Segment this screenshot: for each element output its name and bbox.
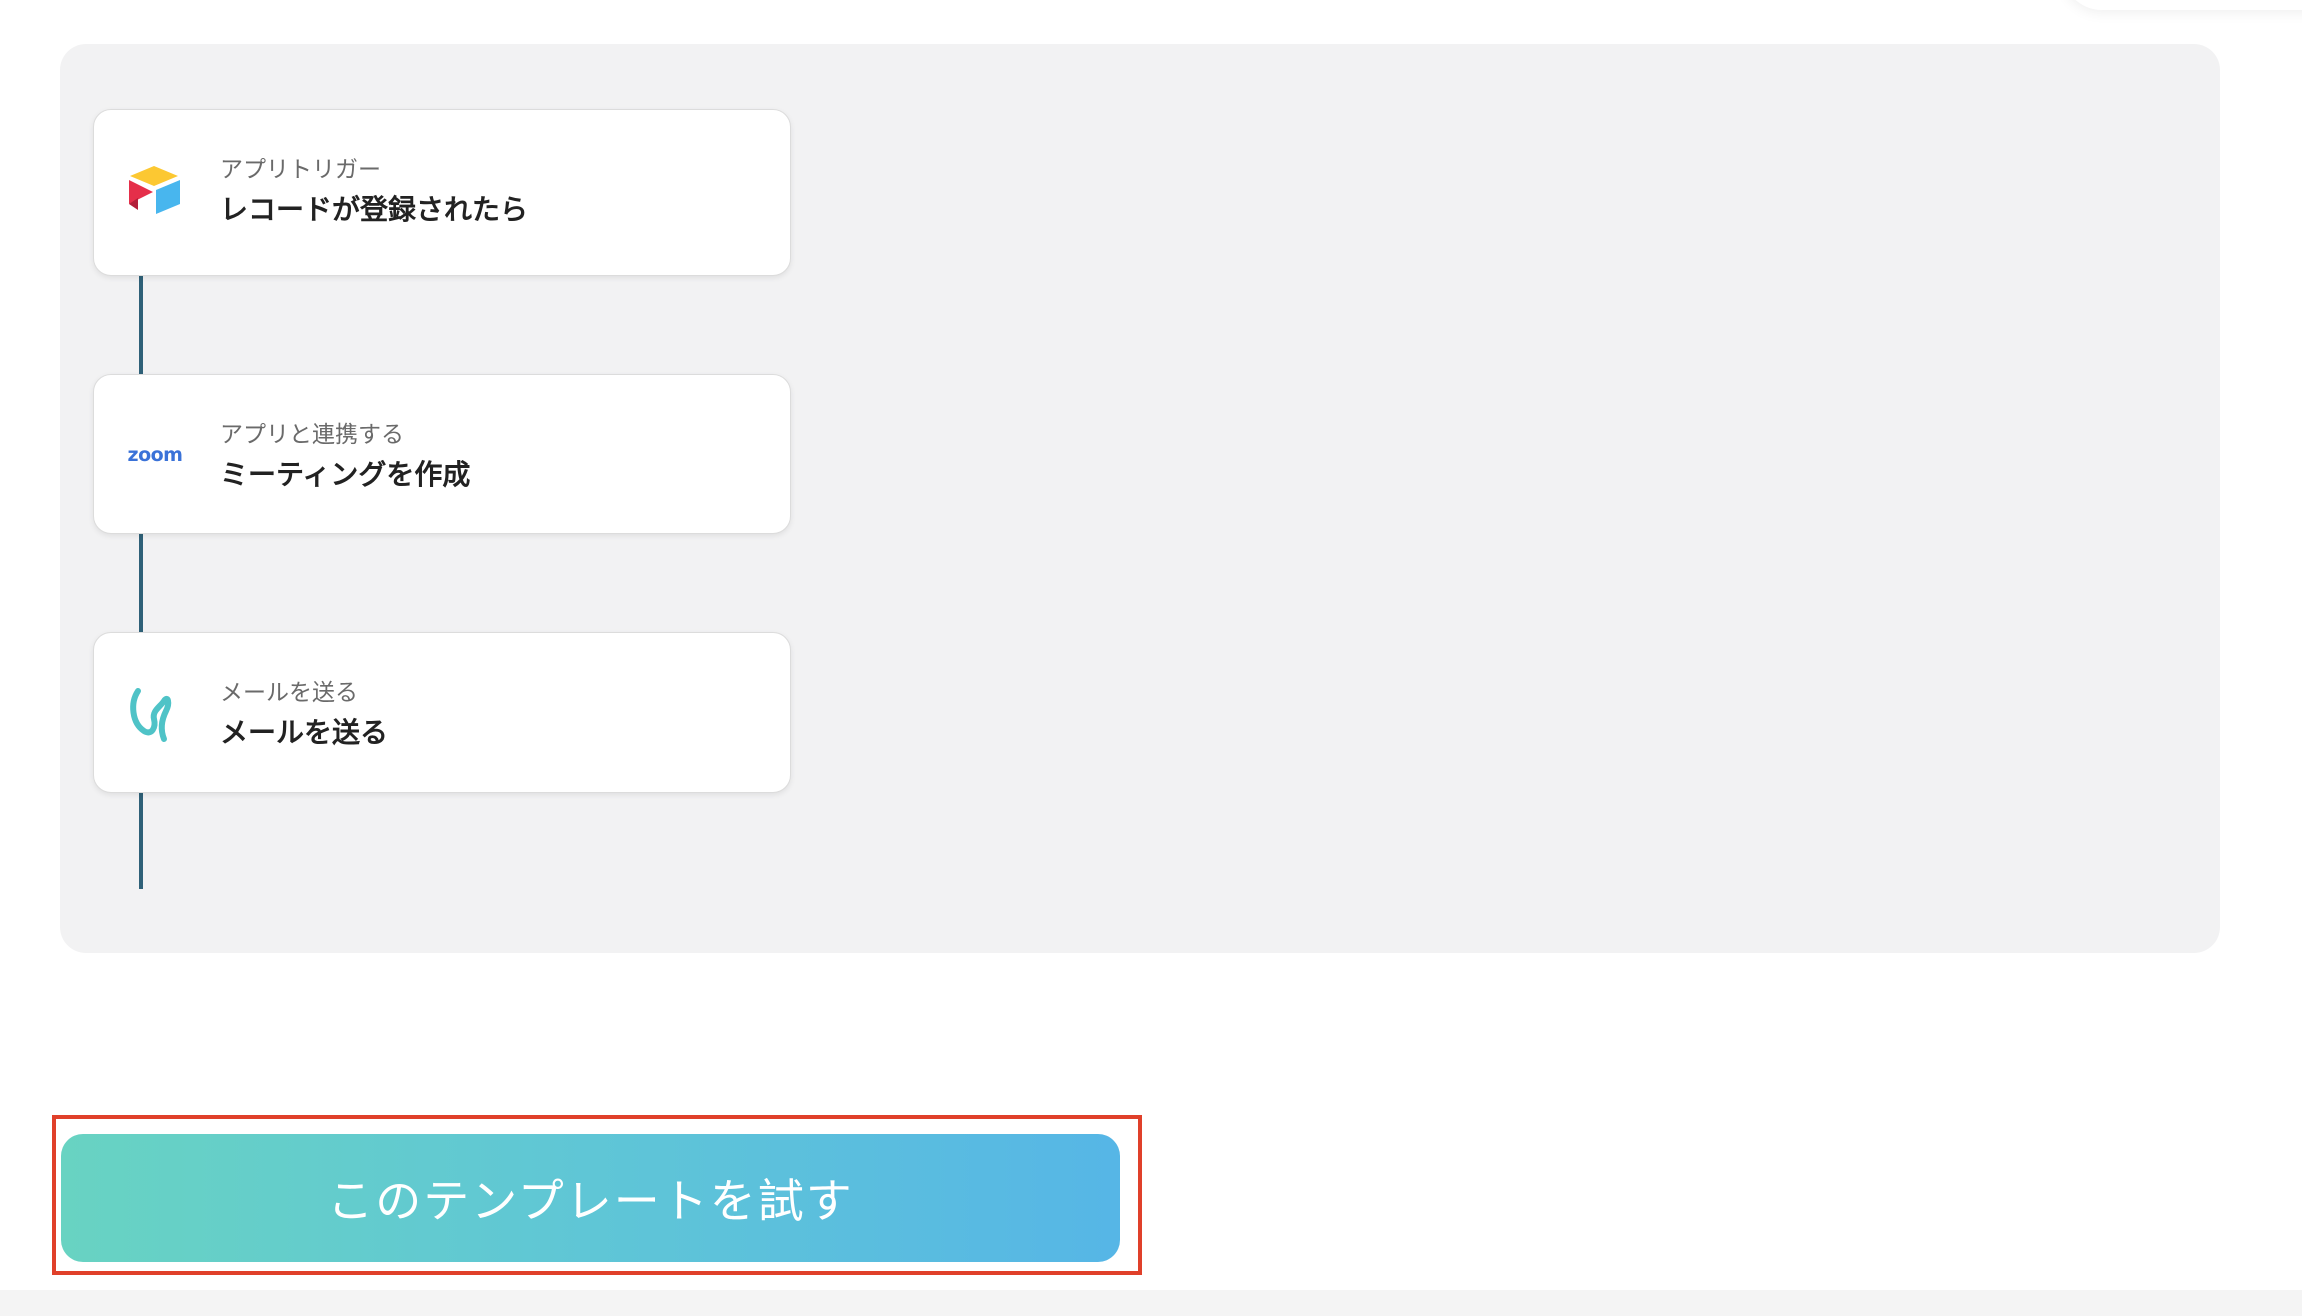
step-subtitle: メールを送る (220, 680, 358, 706)
flow-step-zoom[interactable]: zoom アプリと連携する ミーティングを作成 (93, 374, 791, 534)
top-right-shadow (2062, 0, 2302, 10)
flow-connector-3 (139, 792, 143, 889)
airtable-icon (124, 160, 186, 222)
mail-icon (124, 683, 186, 745)
bottom-strip (0, 1290, 2302, 1316)
flow-connector-2 (139, 533, 143, 633)
highlight-annotation (52, 1115, 1142, 1275)
zoom-logo-text: zoom (127, 444, 183, 466)
step-subtitle: アプリと連携する (220, 422, 404, 448)
zoom-icon: zoom (124, 424, 186, 486)
step-title: レコードが登録されたら (220, 193, 529, 226)
flow-step-mail[interactable]: メールを送る メールを送る (93, 632, 791, 793)
step-title: メールを送る (220, 716, 389, 749)
step-title: ミーティングを作成 (220, 458, 471, 491)
try-template-button[interactable]: このテンプレートを試す (61, 1134, 1120, 1262)
flow-step-trigger[interactable]: アプリトリガー レコードが登録されたら (93, 109, 791, 276)
step-subtitle: アプリトリガー (220, 157, 381, 183)
flow-connector-1 (139, 275, 143, 375)
